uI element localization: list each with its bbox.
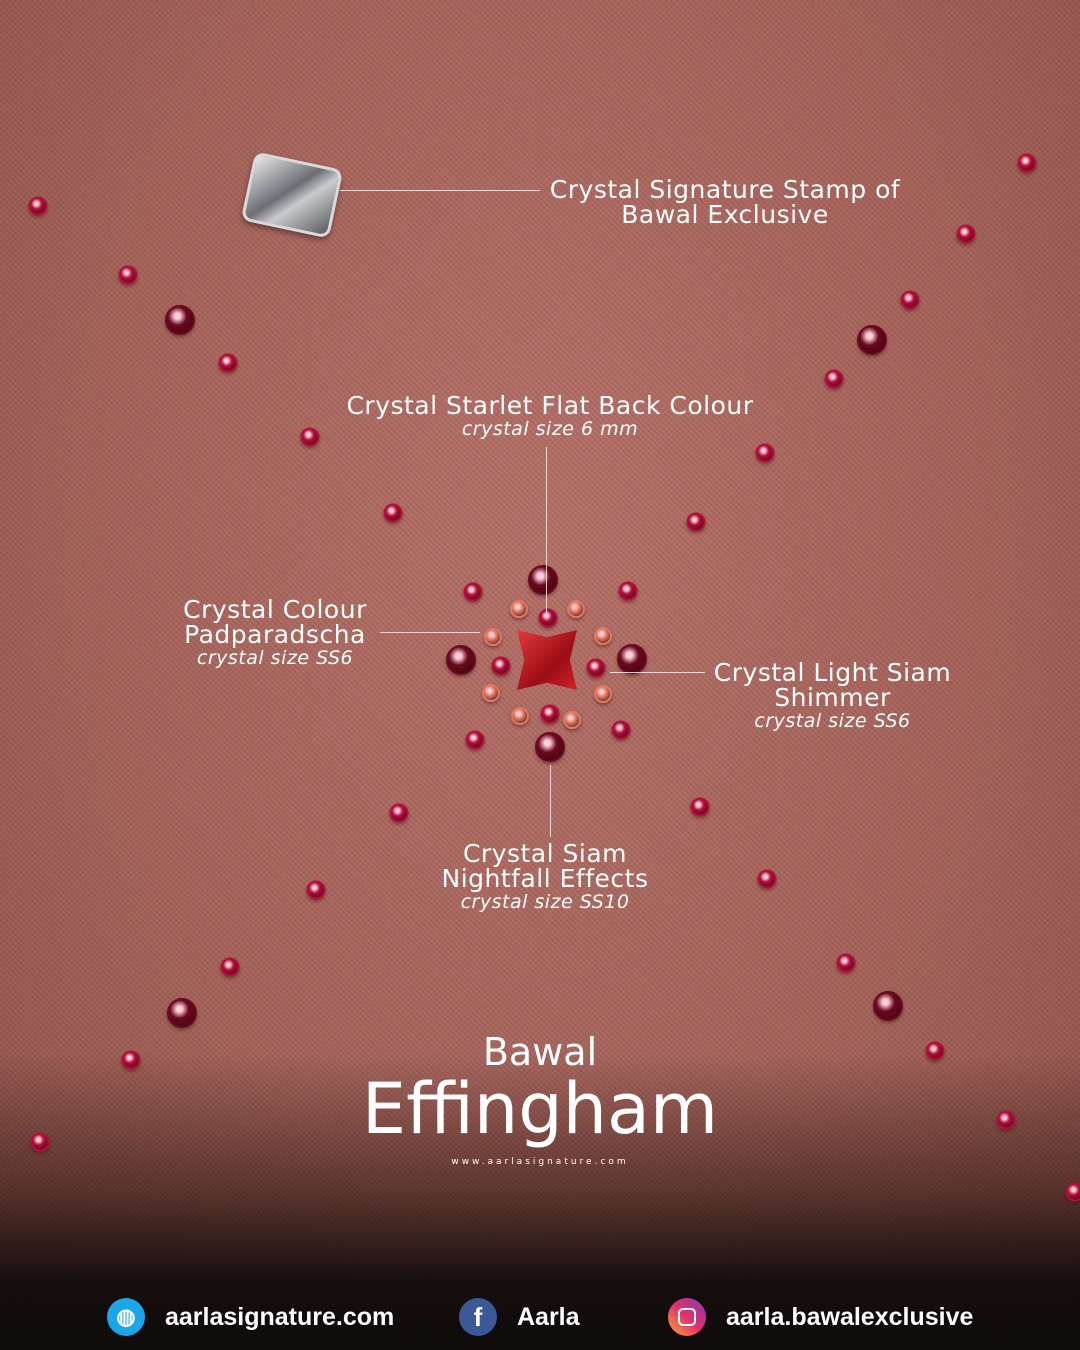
crystal-gem xyxy=(925,1041,945,1061)
crystal-gem xyxy=(586,658,606,678)
label-light-siam: Crystal Light Siam Shimmer crystal size … xyxy=(705,660,960,731)
crystal-gem xyxy=(463,582,483,602)
crystal-gem xyxy=(594,627,612,645)
crystal-gem xyxy=(686,512,706,532)
crystal-gem xyxy=(690,797,710,817)
label-title: Nightfall Effects xyxy=(441,864,649,893)
starlet-crystal xyxy=(517,630,577,690)
label-size: crystal size 6 mm xyxy=(461,418,639,440)
crystal-gem xyxy=(528,565,558,595)
crystal-gem xyxy=(611,720,631,740)
pointer-line xyxy=(340,190,540,191)
label-title: Padparadscha xyxy=(184,620,366,649)
website-small: www.aarlasignature.com xyxy=(451,1157,629,1167)
crystal-gem xyxy=(617,644,647,674)
crystal-gem xyxy=(956,224,976,244)
crystal-gem xyxy=(567,600,585,618)
facebook-icon: f xyxy=(459,1298,497,1336)
crystal-gem xyxy=(857,325,887,355)
crystal-gem xyxy=(594,685,612,703)
crystal-gem xyxy=(482,684,500,702)
crystal-gem xyxy=(510,600,528,618)
footer-website[interactable]: ◍ aarlasignature.com xyxy=(107,1298,394,1336)
crystal-gem xyxy=(165,305,195,335)
pointer-line xyxy=(550,765,551,837)
crystal-gem xyxy=(996,1110,1016,1130)
pointer-line xyxy=(610,672,705,673)
label-title: Crystal Signature Stamp of xyxy=(549,175,901,204)
crystal-gem xyxy=(1017,153,1037,173)
label-title: Crystal Siam xyxy=(462,839,628,868)
label-size: crystal size SS6 xyxy=(196,647,354,669)
crystal-gem xyxy=(220,957,240,977)
crystal-gem xyxy=(618,581,638,601)
crystal-gem xyxy=(755,443,775,463)
crystal-gem xyxy=(465,730,485,750)
label-title: Crystal Starlet Flat Back Colour xyxy=(346,391,754,420)
pointer-line xyxy=(546,447,547,615)
instagram-link[interactable]: aarla.bawalexclusive xyxy=(726,1302,974,1331)
crystal-gem xyxy=(511,707,529,725)
crystal-gem xyxy=(484,628,502,646)
crystal-gem xyxy=(563,711,581,729)
label-title: Crystal Light Siam xyxy=(713,658,952,687)
product-name: Effingham xyxy=(361,1068,719,1150)
crystal-gem xyxy=(383,503,403,523)
globe-icon: ◍ xyxy=(107,1298,145,1336)
crystal-gem xyxy=(873,991,903,1021)
label-padparadscha: Crystal Colour Padparadscha crystal size… xyxy=(170,597,380,668)
crystal-gem xyxy=(824,369,844,389)
footer-facebook[interactable]: f Aarla xyxy=(459,1298,580,1336)
crystal-gem xyxy=(446,645,476,675)
crystal-gem xyxy=(1065,1182,1080,1202)
label-title: Crystal Colour xyxy=(183,595,367,624)
crystal-gem xyxy=(538,608,558,628)
crystal-gem xyxy=(30,1132,50,1152)
label-size: crystal size SS6 xyxy=(754,710,911,732)
label-title: Shimmer xyxy=(774,683,891,712)
crystal-gem xyxy=(389,803,409,823)
crystal-gem xyxy=(836,953,856,973)
crystal-gem xyxy=(28,196,48,216)
collection-name: Bawal xyxy=(482,1030,598,1074)
footer-instagram[interactable]: aarla.bawalexclusive xyxy=(668,1298,973,1336)
crystal-gem xyxy=(491,656,511,676)
pointer-line xyxy=(380,632,480,633)
crystal-gem xyxy=(118,265,138,285)
instagram-icon xyxy=(668,1298,706,1336)
crystal-gem xyxy=(540,704,560,724)
crystal-gem xyxy=(757,869,777,889)
crystal-gem xyxy=(900,290,920,310)
label-title: Bawal Exclusive xyxy=(621,200,829,229)
crystal-gem xyxy=(535,732,565,762)
crystal-gem xyxy=(167,998,197,1028)
crystal-gem xyxy=(306,880,326,900)
signature-stamp-crystal xyxy=(240,151,344,239)
facebook-link[interactable]: Aarla xyxy=(517,1302,580,1331)
crystal-gem xyxy=(121,1050,141,1070)
label-siam-nightfall: Crystal Siam Nightfall Effects crystal s… xyxy=(430,841,660,912)
crystal-gem xyxy=(218,353,238,373)
website-link[interactable]: aarlasignature.com xyxy=(165,1302,395,1331)
crystal-gem xyxy=(300,427,320,447)
label-signature-stamp: Crystal Signature Stamp of Bawal Exclusi… xyxy=(540,177,910,227)
label-starlet: Crystal Starlet Flat Back Colour crystal… xyxy=(330,393,770,439)
label-size: crystal size SS10 xyxy=(460,891,630,913)
